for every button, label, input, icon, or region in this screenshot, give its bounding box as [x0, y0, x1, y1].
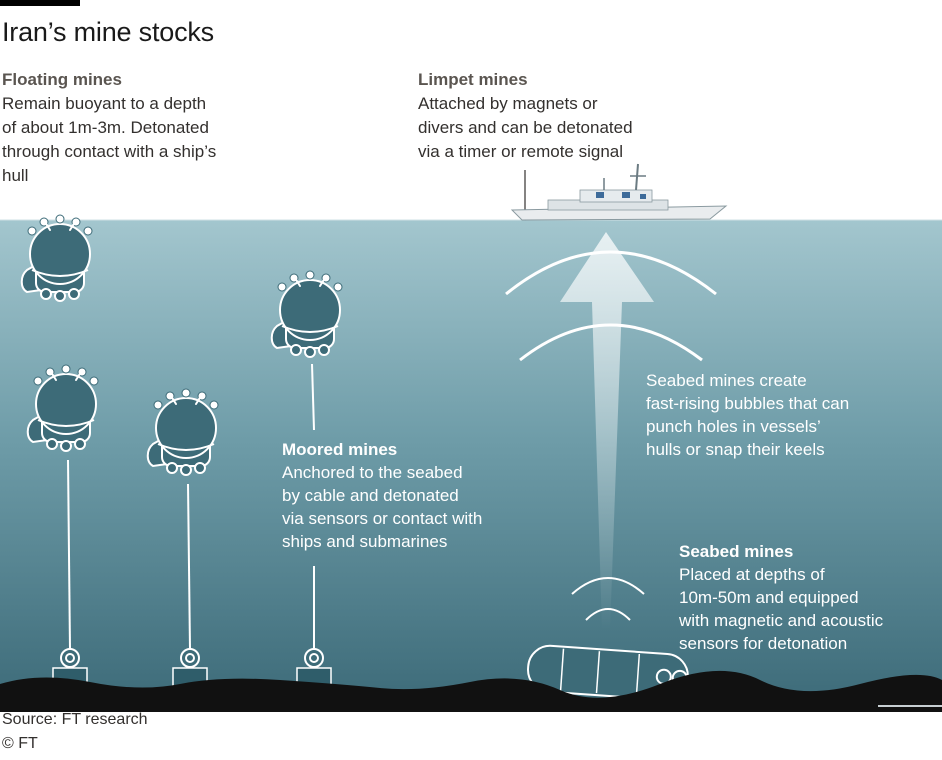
page-title: Iran’s mine stocks — [2, 17, 214, 47]
moored-line-3: via sensors or contact with — [282, 509, 483, 528]
seabed-line-4: sensors for detonation — [679, 634, 848, 653]
seabed-floor — [0, 670, 942, 712]
floating-line-4: hull — [2, 166, 29, 185]
bubbles-label: Seabed mines create fast-rising bubbles … — [646, 369, 926, 461]
bubbles-line-1: Seabed mines create — [646, 371, 807, 390]
seabed-edge — [878, 705, 942, 707]
source-text: Source: FT research — [2, 711, 148, 728]
moored-line-4: ships and submarines — [282, 532, 448, 551]
seabed-line-1: Placed at depths of — [679, 565, 825, 584]
seabed-mine — [527, 644, 689, 701]
moored-mine-3 — [270, 270, 343, 689]
floating-mines-heading: Floating mines — [2, 70, 122, 89]
limpet-line-2: divers and can be detonated — [418, 118, 633, 137]
copyright-text: © FT — [2, 735, 38, 752]
seabed-mines-label: Seabed mines Placed at depths of 10m-50m… — [679, 540, 939, 655]
source-note: Source: FT research © FT — [2, 708, 148, 756]
seabed-line-2: 10m-50m and equipped — [679, 588, 859, 607]
seabed-line-3: with magnetic and acoustic — [679, 611, 884, 630]
floating-line-3: through contact with a ship’s — [2, 142, 217, 161]
bubbles-line-2: fast-rising bubbles that can — [646, 394, 850, 413]
seabed-mines-heading: Seabed mines — [679, 542, 794, 561]
moored-mine-1 — [26, 364, 99, 689]
moored-mine-2 — [146, 388, 219, 689]
moored-line-1: Anchored to the seabed — [282, 463, 463, 482]
moored-line-2: by cable and detonated — [282, 486, 459, 505]
limpet-mines-label: Limpet mines Attached by magnets or dive… — [418, 68, 718, 164]
limpet-line-1: Attached by magnets or — [418, 94, 598, 113]
floating-line-1: Remain buoyant to a depth — [2, 94, 207, 113]
bubbles-line-3: punch holes in vessels’ — [646, 417, 821, 436]
bubble-beam — [505, 232, 717, 630]
moored-mines-label: Moored mines Anchored to the seabed by c… — [282, 438, 522, 553]
ft-top-rule — [0, 0, 80, 6]
limpet-mines-heading: Limpet mines — [418, 70, 528, 89]
bubbles-line-4: hulls or snap their keels — [646, 440, 825, 459]
floating-line-2: of about 1m-3m. Detonated — [2, 118, 209, 137]
warship-icon — [510, 163, 728, 221]
limpet-line-3: via a timer or remote signal — [418, 142, 624, 161]
floating-mines-label: Floating mines Remain buoyant to a depth… — [2, 68, 302, 188]
moored-mines-heading: Moored mines — [282, 440, 398, 459]
